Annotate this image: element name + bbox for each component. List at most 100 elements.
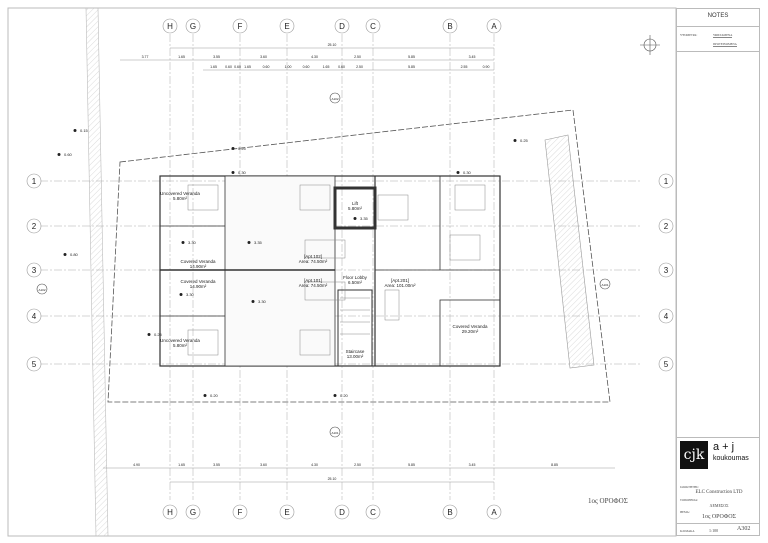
dimension-label: 3.55 bbox=[213, 55, 220, 59]
room-name: [Apt.201] bbox=[391, 278, 409, 283]
dimension-label: 4.30 bbox=[311, 55, 318, 59]
title-label: ΘΕΜΑ: bbox=[680, 510, 690, 514]
room-area: Area: 74.50m² bbox=[299, 283, 328, 288]
dimension-label: 1.65 bbox=[244, 65, 251, 69]
dimension-lines: 25.10 3.77 1.65 3.55 3.60 4.30 2.50 5.85 3.45 1.6… bbox=[103, 43, 615, 483]
level-value: 0.25 bbox=[154, 332, 163, 337]
dimension-label: 5.85 bbox=[408, 463, 415, 467]
section-mark-label: A102 bbox=[331, 97, 338, 101]
section-mark-label: A101 bbox=[331, 431, 338, 435]
grid-bubble-A bbox=[486, 18, 502, 34]
grid-label: 3 bbox=[664, 266, 669, 275]
dimension-label: 2.50 bbox=[354, 55, 361, 59]
room-area: 13.00m² bbox=[347, 354, 364, 359]
grid-label: 5 bbox=[32, 360, 37, 369]
level-marker-icon bbox=[251, 300, 255, 303]
level-marker-icon bbox=[456, 171, 460, 174]
building bbox=[159, 175, 501, 367]
dimension-label: 25.10 bbox=[328, 43, 337, 47]
level-value: 0.30 bbox=[463, 170, 472, 175]
grid-label: 3 bbox=[32, 266, 37, 275]
dimension-label: 0.60 bbox=[225, 65, 232, 69]
room-name: [Apt.102] bbox=[304, 254, 322, 259]
dimension-label: 2.50 bbox=[354, 463, 361, 467]
dimension-label: 1.65 bbox=[178, 463, 185, 467]
dimension-label: 5.85 bbox=[408, 55, 415, 59]
grid-bubble-4 bbox=[658, 308, 674, 324]
level-marker-icon bbox=[333, 394, 337, 397]
level-marker-icon bbox=[353, 217, 357, 220]
grid-label: B bbox=[447, 22, 452, 31]
level-marker-icon bbox=[73, 129, 77, 132]
grid-bubble-4 bbox=[26, 308, 42, 324]
grid-lines bbox=[40, 34, 640, 500]
parking-strip bbox=[544, 134, 595, 369]
level-value: 0.15 bbox=[80, 128, 89, 133]
logo: cjk bbox=[680, 441, 708, 469]
dimension-label: 2.50 bbox=[356, 65, 363, 69]
drawing-number: A302 bbox=[737, 526, 751, 532]
level-marker-icon bbox=[63, 253, 67, 256]
dimension-label: 2.55 bbox=[461, 65, 468, 69]
level-value: 3.30 bbox=[186, 292, 195, 297]
grid-bubble-H bbox=[162, 504, 178, 520]
grid-label: F bbox=[238, 508, 243, 517]
grid-label: H bbox=[167, 22, 173, 31]
grid-bubble-1 bbox=[26, 173, 42, 189]
grid-label: B bbox=[447, 508, 452, 517]
dimension-label: 3.77 bbox=[142, 55, 149, 59]
north-arrow-icon bbox=[640, 35, 660, 55]
room-name: Covered Veranda bbox=[180, 259, 216, 264]
room-area: 5.80m² bbox=[173, 343, 188, 348]
dimension-label: 3.55 bbox=[213, 463, 220, 467]
dimension-label: 3.45 bbox=[469, 463, 476, 467]
room-name: [Apt.101] bbox=[304, 278, 322, 283]
grid-label: 4 bbox=[664, 312, 669, 321]
dimension-label: 3.60 bbox=[260, 55, 267, 59]
level-value: 3.35 bbox=[254, 240, 263, 245]
dimension-label: 4.30 bbox=[311, 463, 318, 467]
level-value: 0.30 bbox=[238, 170, 247, 175]
grid-bubble-A bbox=[486, 504, 502, 520]
boundary-strip bbox=[85, 7, 109, 537]
section-mark-label: A102 bbox=[38, 288, 45, 292]
legend-proposed: ΠΡΟΤΕΙΝΟΜΕΝΑ bbox=[713, 42, 737, 47]
grid-label: D bbox=[339, 508, 345, 517]
room-name: Uncovered Veranda bbox=[160, 191, 200, 196]
grid-bubble-G bbox=[185, 18, 201, 34]
level-value: 3.30 bbox=[258, 299, 267, 304]
grid-bubble-C bbox=[365, 504, 381, 520]
grid-label: G bbox=[190, 508, 196, 517]
grid-bubble-B bbox=[442, 18, 458, 34]
dimension-label: 0.60 bbox=[338, 65, 345, 69]
client-label: ΙΔΙΟΚΤΗΤΗΣ: bbox=[680, 485, 699, 489]
grid-bubble-E bbox=[279, 504, 295, 520]
grid-label: A bbox=[491, 508, 497, 517]
grid-bubble-G bbox=[185, 504, 201, 520]
grid-bubble-F bbox=[232, 504, 248, 520]
grid-label: C bbox=[370, 508, 376, 517]
level-value: 3.30 bbox=[188, 240, 197, 245]
grid-label: F bbox=[238, 22, 243, 31]
notes-title: NOTES bbox=[707, 13, 729, 19]
section-mark-label: A101 bbox=[601, 283, 608, 287]
level-value: 3.35 bbox=[360, 216, 369, 221]
level-marker-icon bbox=[147, 333, 151, 336]
room-area: 6.50m² bbox=[348, 280, 363, 285]
plot-boundary bbox=[107, 109, 611, 403]
level-marker-icon bbox=[203, 394, 207, 397]
grid-bubble-E bbox=[279, 18, 295, 34]
level-value: 0.20 bbox=[340, 393, 349, 398]
grid-label: 2 bbox=[664, 222, 669, 231]
room-area: 29.20m² bbox=[462, 329, 479, 334]
room-area: 14.90m² bbox=[190, 284, 207, 289]
level-value: 0.25 bbox=[520, 138, 529, 143]
dimension-label: 3.60 bbox=[260, 463, 267, 467]
room-name: Lift bbox=[352, 201, 359, 206]
room-labels: Uncovered Veranda 5.80m² Covered Veranda 14… bbox=[160, 191, 488, 359]
dimension-label: 1.65 bbox=[178, 55, 185, 59]
level-marker-icon bbox=[231, 171, 235, 174]
